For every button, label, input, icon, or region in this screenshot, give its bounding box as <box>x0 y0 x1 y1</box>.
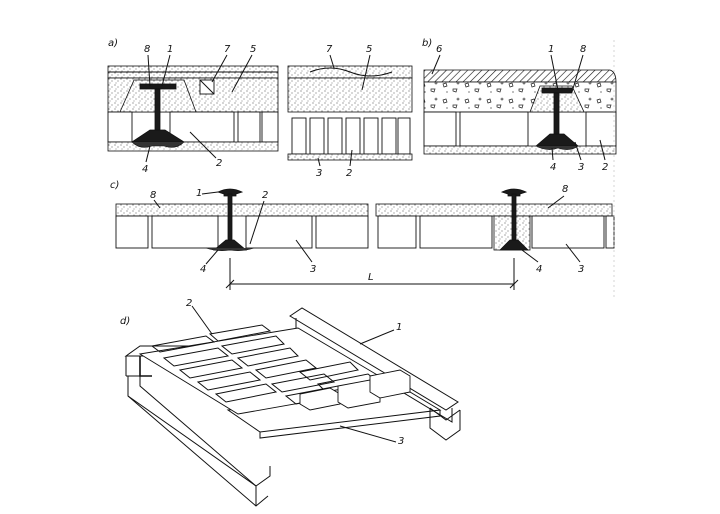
brick <box>363 117 379 155</box>
callout-4: 4 <box>142 164 148 175</box>
brick <box>327 117 343 155</box>
panel-a-label: a) <box>108 38 118 49</box>
callout-1: 1 <box>396 322 402 333</box>
callout-2: 2 <box>602 162 608 173</box>
callout-8: 8 <box>150 190 156 201</box>
callout-3: 3 <box>398 436 404 447</box>
brick <box>220 335 286 355</box>
brick <box>345 117 361 155</box>
plaster-layer <box>107 141 279 152</box>
panel-c-label: c) <box>110 180 119 191</box>
callout-8: 8 <box>580 44 586 55</box>
callout-2: 2 <box>262 190 268 201</box>
panel-b-section: b) 6 1 8 4 3 2 <box>422 38 617 173</box>
panel-d-isometric: d) <box>120 298 461 507</box>
callout-4: 4 <box>200 264 206 275</box>
mortar-joint <box>205 247 255 251</box>
brick <box>423 111 457 147</box>
brick <box>419 215 493 249</box>
callout-1: 1 <box>167 44 173 55</box>
callout-4: 4 <box>536 264 542 275</box>
brick <box>151 215 219 249</box>
loose-brick <box>299 387 341 411</box>
callout-5: 5 <box>250 44 256 55</box>
brick <box>208 324 272 342</box>
brick <box>261 111 279 143</box>
brick <box>150 335 216 353</box>
brick <box>107 111 133 143</box>
brick <box>397 117 411 155</box>
screed-layer <box>423 69 617 83</box>
callout-7: 7 <box>326 44 333 55</box>
mortar-joint <box>535 145 579 150</box>
callout-1: 1 <box>548 44 554 55</box>
brick <box>115 215 149 249</box>
callout-3: 3 <box>578 162 584 173</box>
aggregate-concrete <box>423 81 617 113</box>
callout-3: 3 <box>310 264 316 275</box>
steel-beam <box>212 188 248 251</box>
brick <box>298 361 360 381</box>
brick <box>214 383 278 403</box>
dimension-span-label: L <box>368 272 374 283</box>
panel-a-section: a) <box>107 38 413 179</box>
loose-brick <box>369 369 411 399</box>
callout-2: 2 <box>186 298 192 309</box>
brick <box>531 215 605 249</box>
callout-7: 7 <box>224 44 231 55</box>
callout-1: 1 <box>196 188 202 199</box>
concrete-topping <box>375 203 613 217</box>
brick <box>196 371 262 391</box>
callout-3: 3 <box>316 168 322 179</box>
callout-5: 5 <box>366 44 372 55</box>
callout-6: 6 <box>436 44 442 55</box>
brick <box>605 215 615 249</box>
plaster-layer <box>287 153 413 161</box>
brick <box>381 117 397 155</box>
panel-b-label: b) <box>422 38 432 49</box>
panel-c-section: c) L 1 8 <box>110 180 615 290</box>
brick-courses <box>138 324 411 415</box>
brick <box>237 111 261 143</box>
brick <box>162 347 230 367</box>
concrete-topping <box>115 203 369 217</box>
panel-d-label: d) <box>120 316 130 327</box>
brick <box>459 111 529 147</box>
brick <box>254 359 318 379</box>
brick <box>236 347 300 367</box>
mortar-joint <box>131 141 185 148</box>
brick <box>245 215 313 249</box>
callout-8: 8 <box>144 44 150 55</box>
brick <box>315 215 369 249</box>
concrete-fill-layer <box>287 77 413 113</box>
callout-2: 2 <box>216 158 222 169</box>
brick <box>178 359 244 379</box>
brick <box>169 111 235 143</box>
brick <box>585 111 617 147</box>
brick <box>377 215 417 249</box>
plaster-layer <box>423 145 617 155</box>
callout-2: 2 <box>346 168 352 179</box>
brick <box>309 117 325 155</box>
steel-beam <box>499 188 529 251</box>
brick <box>291 117 307 155</box>
callout-8: 8 <box>562 184 568 195</box>
callout-4: 4 <box>550 162 556 173</box>
callout-3: 3 <box>578 264 584 275</box>
